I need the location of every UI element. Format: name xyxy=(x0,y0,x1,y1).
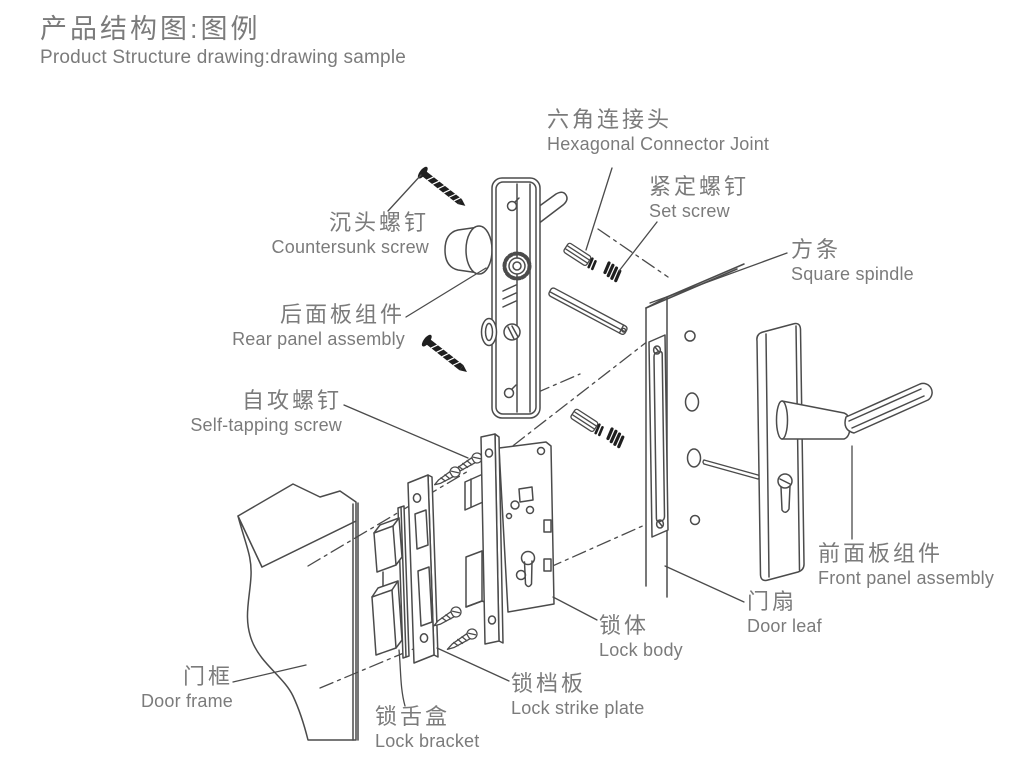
leader-lock-strike-plate xyxy=(436,647,510,682)
label-rear-panel-assembly: 后面板组件 Rear panel assembly xyxy=(232,302,405,350)
leader-self-tapping-screw xyxy=(343,404,469,459)
label-rear-panel-assembly-zh: 后面板组件 xyxy=(279,302,405,327)
label-door-leaf-zh: 门扇 xyxy=(747,589,798,614)
square-spindle-front-section xyxy=(702,459,761,480)
label-lock-bracket-en: Lock bracket xyxy=(375,731,480,751)
label-front-panel-assembly: 前面板组件 Front panel assembly xyxy=(818,541,994,589)
lock-strike-plate-part xyxy=(407,474,439,664)
label-front-panel-assembly-en: Front panel assembly xyxy=(818,568,995,588)
label-door-leaf-en: Door leaf xyxy=(747,616,822,636)
lock-bracket-part xyxy=(371,505,410,659)
assembly-axis-lines xyxy=(307,228,669,689)
label-lock-strike-plate-zh: 锁档板 xyxy=(511,671,587,696)
label-lock-bracket-zh: 锁舌盒 xyxy=(375,704,451,729)
leader-square-spindle xyxy=(649,252,788,304)
leader-door-leaf xyxy=(664,565,745,603)
label-countersunk-screw: 沉头螺钉 Countersunk screw xyxy=(272,210,429,258)
label-lock-bracket: 锁舌盒 Lock bracket xyxy=(375,704,479,752)
label-door-frame: 门框 Door frame xyxy=(141,664,233,712)
label-door-frame-zh: 门框 xyxy=(182,664,233,689)
door-frame-part xyxy=(237,483,359,741)
leader-lines xyxy=(232,167,853,707)
label-lock-body-zh: 锁体 xyxy=(599,613,650,638)
page-title-en: Product Structure drawing:drawing sample xyxy=(40,47,407,68)
hexagonal-connector-joints xyxy=(563,242,604,437)
leader-lock-bracket xyxy=(398,649,406,707)
front-panel-assembly-part xyxy=(756,322,933,582)
label-hexagonal-connector-joint-zh: 六角连接头 xyxy=(547,107,673,132)
label-lock-body-en: Lock body xyxy=(599,640,683,660)
leader-set-screw xyxy=(618,221,658,272)
rear-panel-assembly-part xyxy=(444,177,568,419)
leader-hex-connector xyxy=(585,167,613,251)
label-self-tapping-screw: 自攻螺钉 Self-tapping screw xyxy=(190,388,342,436)
label-countersunk-screw-en: Countersunk screw xyxy=(271,237,429,257)
page-title-zh: 产品结构图:图例 xyxy=(40,14,261,44)
leader-lock-body xyxy=(552,596,598,621)
label-door-frame-en: Door frame xyxy=(140,691,233,711)
label-lock-strike-plate: 锁档板 Lock strike plate xyxy=(511,671,644,719)
label-set-screw-en: Set screw xyxy=(649,201,730,221)
label-lock-body: 锁体 Lock body xyxy=(599,613,683,661)
label-square-spindle-en: Square spindle xyxy=(791,264,914,284)
set-screws xyxy=(603,261,625,449)
leader-countersunk-screw xyxy=(387,174,422,212)
label-square-spindle-zh: 方条 xyxy=(791,237,842,262)
label-rear-panel-assembly-en: Rear panel assembly xyxy=(232,329,405,349)
label-lock-strike-plate-en: Lock strike plate xyxy=(511,698,645,718)
label-door-leaf: 门扇 Door leaf xyxy=(747,589,822,637)
countersunk-screws xyxy=(417,166,467,373)
self-tapping-screws xyxy=(433,452,483,651)
label-hexagonal-connector-joint-en: Hexagonal Connector Joint xyxy=(547,134,770,154)
label-countersunk-screw-zh: 沉头螺钉 xyxy=(328,210,429,235)
label-self-tapping-screw-zh: 自攻螺钉 xyxy=(241,388,342,413)
label-self-tapping-screw-en: Self-tapping screw xyxy=(190,415,342,435)
lock-body-part xyxy=(464,433,555,645)
square-spindle-part xyxy=(548,287,628,335)
door-leaf-part xyxy=(645,263,745,598)
label-set-screw-zh: 紧定螺钉 xyxy=(649,174,750,199)
label-front-panel-assembly-zh: 前面板组件 xyxy=(818,541,944,566)
page-title: 产品结构图:图例 Product Structure drawing:drawi… xyxy=(40,12,406,70)
label-set-screw: 紧定螺钉 Set screw xyxy=(649,174,749,222)
leader-rear-panel xyxy=(405,267,487,318)
leader-door-frame xyxy=(232,664,307,683)
label-hexagonal-connector-joint: 六角连接头 Hexagonal Connector Joint xyxy=(547,107,769,155)
label-square-spindle: 方条 Square spindle xyxy=(791,237,914,285)
